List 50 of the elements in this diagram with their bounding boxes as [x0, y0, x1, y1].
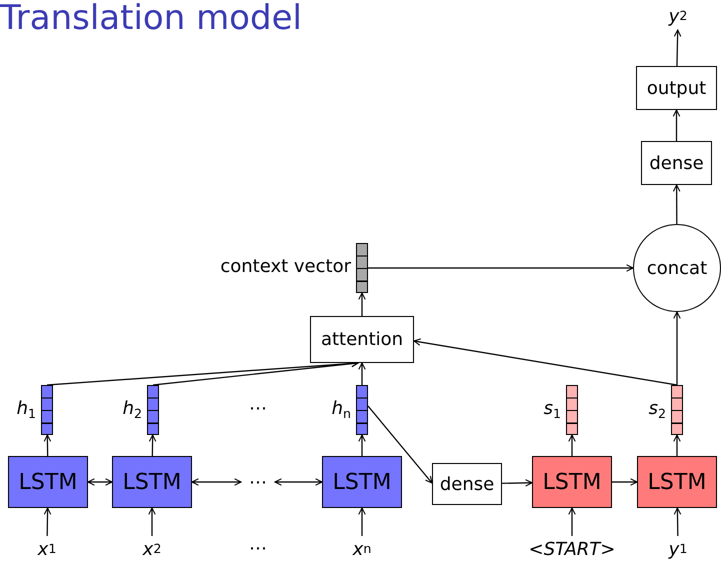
start-token: <START>	[510, 536, 634, 563]
arrow	[568, 434, 576, 456]
vector-label: h$_{2}$	[122, 400, 142, 418]
ellipsis: ⋯	[248, 540, 268, 558]
vector-label: h$_{1}$	[16, 400, 36, 418]
arrow	[148, 434, 156, 456]
arrow	[358, 507, 366, 536]
vector-bar	[356, 385, 368, 435]
arrow	[674, 29, 682, 66]
vector-label: s$_{1}$	[544, 400, 561, 418]
attention-box: attention	[310, 316, 414, 363]
vector-label: context vector	[220, 258, 351, 276]
arrow	[413, 338, 678, 386]
vector-bar	[147, 385, 159, 435]
vector-label: h$_{n}$	[332, 400, 351, 418]
vector-bar	[671, 385, 683, 435]
arrow	[502, 479, 533, 487]
arrow	[368, 264, 634, 272]
arrow	[358, 292, 366, 316]
concat-circle: concat	[633, 224, 721, 312]
arrow	[568, 507, 576, 536]
arrow	[148, 507, 156, 536]
arrow	[44, 434, 52, 456]
arrow	[673, 434, 681, 456]
arrow	[612, 478, 638, 486]
arrow	[368, 406, 433, 484]
lstm-cell: LSTM	[322, 456, 402, 508]
arrow	[87, 478, 113, 486]
arrow	[673, 311, 681, 385]
dense-layer-box: dense	[432, 463, 502, 505]
arrow	[191, 478, 242, 486]
output-box: output	[636, 66, 717, 110]
lstm-cell: LSTM	[532, 456, 612, 508]
arrow	[358, 434, 366, 456]
lstm-cell: LSTM	[112, 456, 192, 508]
vector-bar	[41, 385, 53, 435]
ellipsis: ⋯	[248, 400, 268, 418]
arrow	[674, 507, 682, 536]
ellipsis: ⋯	[241, 468, 275, 496]
lstm-cell: LSTM	[8, 456, 88, 508]
arrow	[358, 362, 366, 385]
arrow	[44, 507, 52, 536]
arrow	[274, 478, 323, 486]
vector-label: s$_{2}$	[648, 400, 666, 418]
vector-bar	[566, 385, 578, 435]
arrow	[672, 184, 680, 224]
dense-layer-box: dense	[641, 141, 712, 185]
arrow	[672, 109, 680, 141]
vector-bar	[356, 243, 368, 293]
lstm-cell: LSTM	[637, 456, 717, 508]
